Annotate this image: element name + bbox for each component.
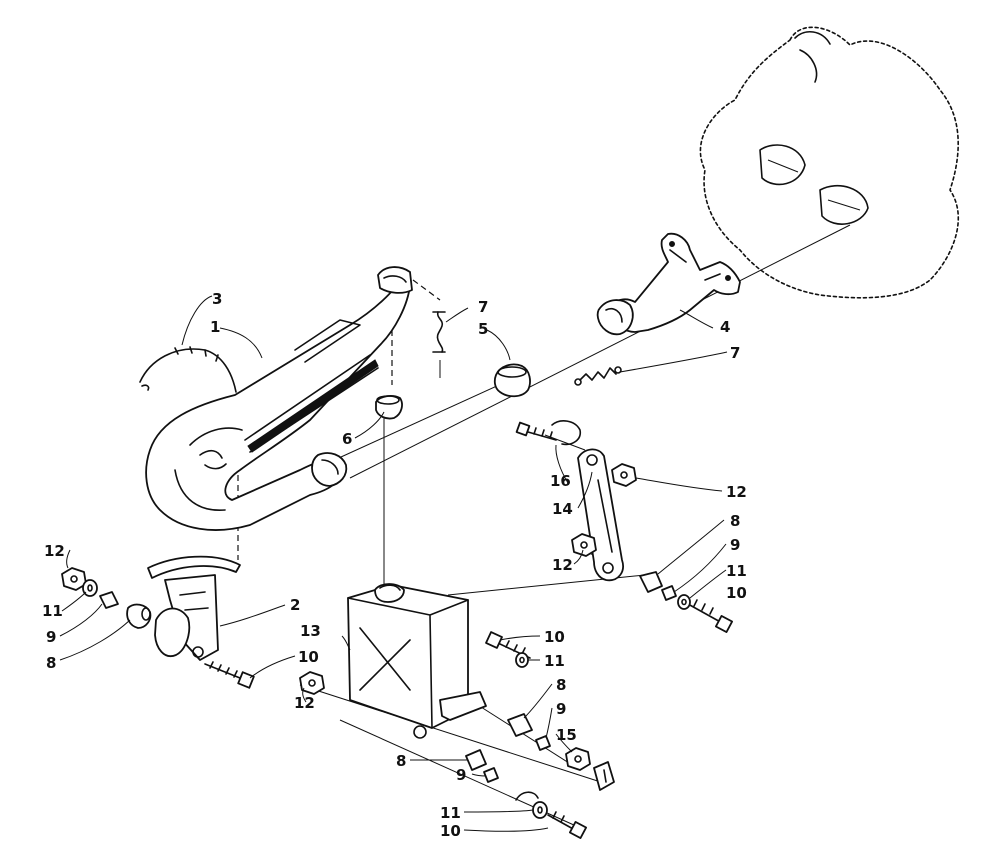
callout-16: 16 xyxy=(550,472,571,490)
nut-tank[interactable] xyxy=(299,671,325,695)
callout-leaders xyxy=(59,295,728,832)
callout-labels: 1 2 3 4 5 6 7 7 8 8 8 8 9 9 9 9 10 10 10… xyxy=(42,290,747,840)
reservoir-tank[interactable] xyxy=(347,583,487,739)
callout-9c: 9 xyxy=(556,700,566,718)
callout-8a: 8 xyxy=(46,654,56,672)
nut-link-upper[interactable] xyxy=(611,463,637,487)
spring-upper[interactable] xyxy=(432,311,446,353)
callout-2: 2 xyxy=(290,596,300,614)
bolt-left[interactable] xyxy=(204,661,255,689)
callout-13: 13 xyxy=(300,622,321,640)
engine-phantom-outline xyxy=(699,26,960,299)
nut-link-lower[interactable] xyxy=(571,533,597,557)
callout-1: 1 xyxy=(210,318,220,336)
washer-tank[interactable] xyxy=(515,652,529,668)
bushing-left[interactable] xyxy=(126,603,152,629)
expansion-chamber[interactable] xyxy=(145,266,413,531)
callout-11a: 11 xyxy=(42,602,63,620)
callout-12a: 12 xyxy=(44,542,65,560)
exhaust-seal-ring[interactable] xyxy=(493,363,531,398)
muffler-strap[interactable] xyxy=(139,346,237,393)
callout-11b: 11 xyxy=(726,562,747,580)
callout-8b: 8 xyxy=(730,512,740,530)
sleeve-left[interactable] xyxy=(99,591,119,609)
callout-10a: 10 xyxy=(298,648,319,666)
callout-12c: 12 xyxy=(552,556,573,574)
callout-9d: 9 xyxy=(456,766,466,784)
bushing-tank[interactable] xyxy=(507,713,533,737)
sleeve-bottom[interactable] xyxy=(483,767,499,783)
callout-11c: 11 xyxy=(544,652,565,670)
washer-left[interactable] xyxy=(82,579,98,597)
callout-4: 4 xyxy=(720,318,730,336)
callout-11d: 11 xyxy=(440,804,461,822)
callout-15: 15 xyxy=(556,726,577,744)
callout-9b: 9 xyxy=(730,536,740,554)
callout-5: 5 xyxy=(478,320,488,338)
callout-9a: 9 xyxy=(46,628,56,646)
exhaust-manifold[interactable] xyxy=(596,232,741,336)
sleeve-tank[interactable] xyxy=(535,735,551,751)
spring-lower[interactable] xyxy=(574,366,622,386)
callout-6: 6 xyxy=(342,430,352,448)
washer-link[interactable] xyxy=(677,594,691,610)
bolt-bottom[interactable] xyxy=(547,811,588,840)
grommet[interactable] xyxy=(375,395,403,420)
bushing-link[interactable] xyxy=(639,571,663,593)
callout-12b: 12 xyxy=(294,694,315,712)
callout-8c: 8 xyxy=(556,676,566,694)
callout-8d: 8 xyxy=(396,752,406,770)
washer-bottom[interactable] xyxy=(515,791,548,819)
bushing-bottom[interactable] xyxy=(465,749,487,771)
lock-nut[interactable] xyxy=(565,747,615,791)
bolt-upper-link[interactable] xyxy=(515,421,557,441)
callout-3: 3 xyxy=(212,290,222,308)
callout-10d: 10 xyxy=(440,822,461,840)
bolt-link[interactable] xyxy=(687,599,734,634)
callout-7a: 7 xyxy=(478,298,488,316)
sleeve-link[interactable] xyxy=(661,585,677,601)
bolt-tank-top[interactable] xyxy=(485,631,531,659)
callout-10c: 10 xyxy=(544,628,565,646)
muffler-bracket[interactable] xyxy=(147,555,241,661)
callout-12d: 12 xyxy=(726,483,747,501)
callout-14: 14 xyxy=(552,500,573,518)
callout-7b: 7 xyxy=(730,344,740,362)
callout-10b: 10 xyxy=(726,584,747,602)
